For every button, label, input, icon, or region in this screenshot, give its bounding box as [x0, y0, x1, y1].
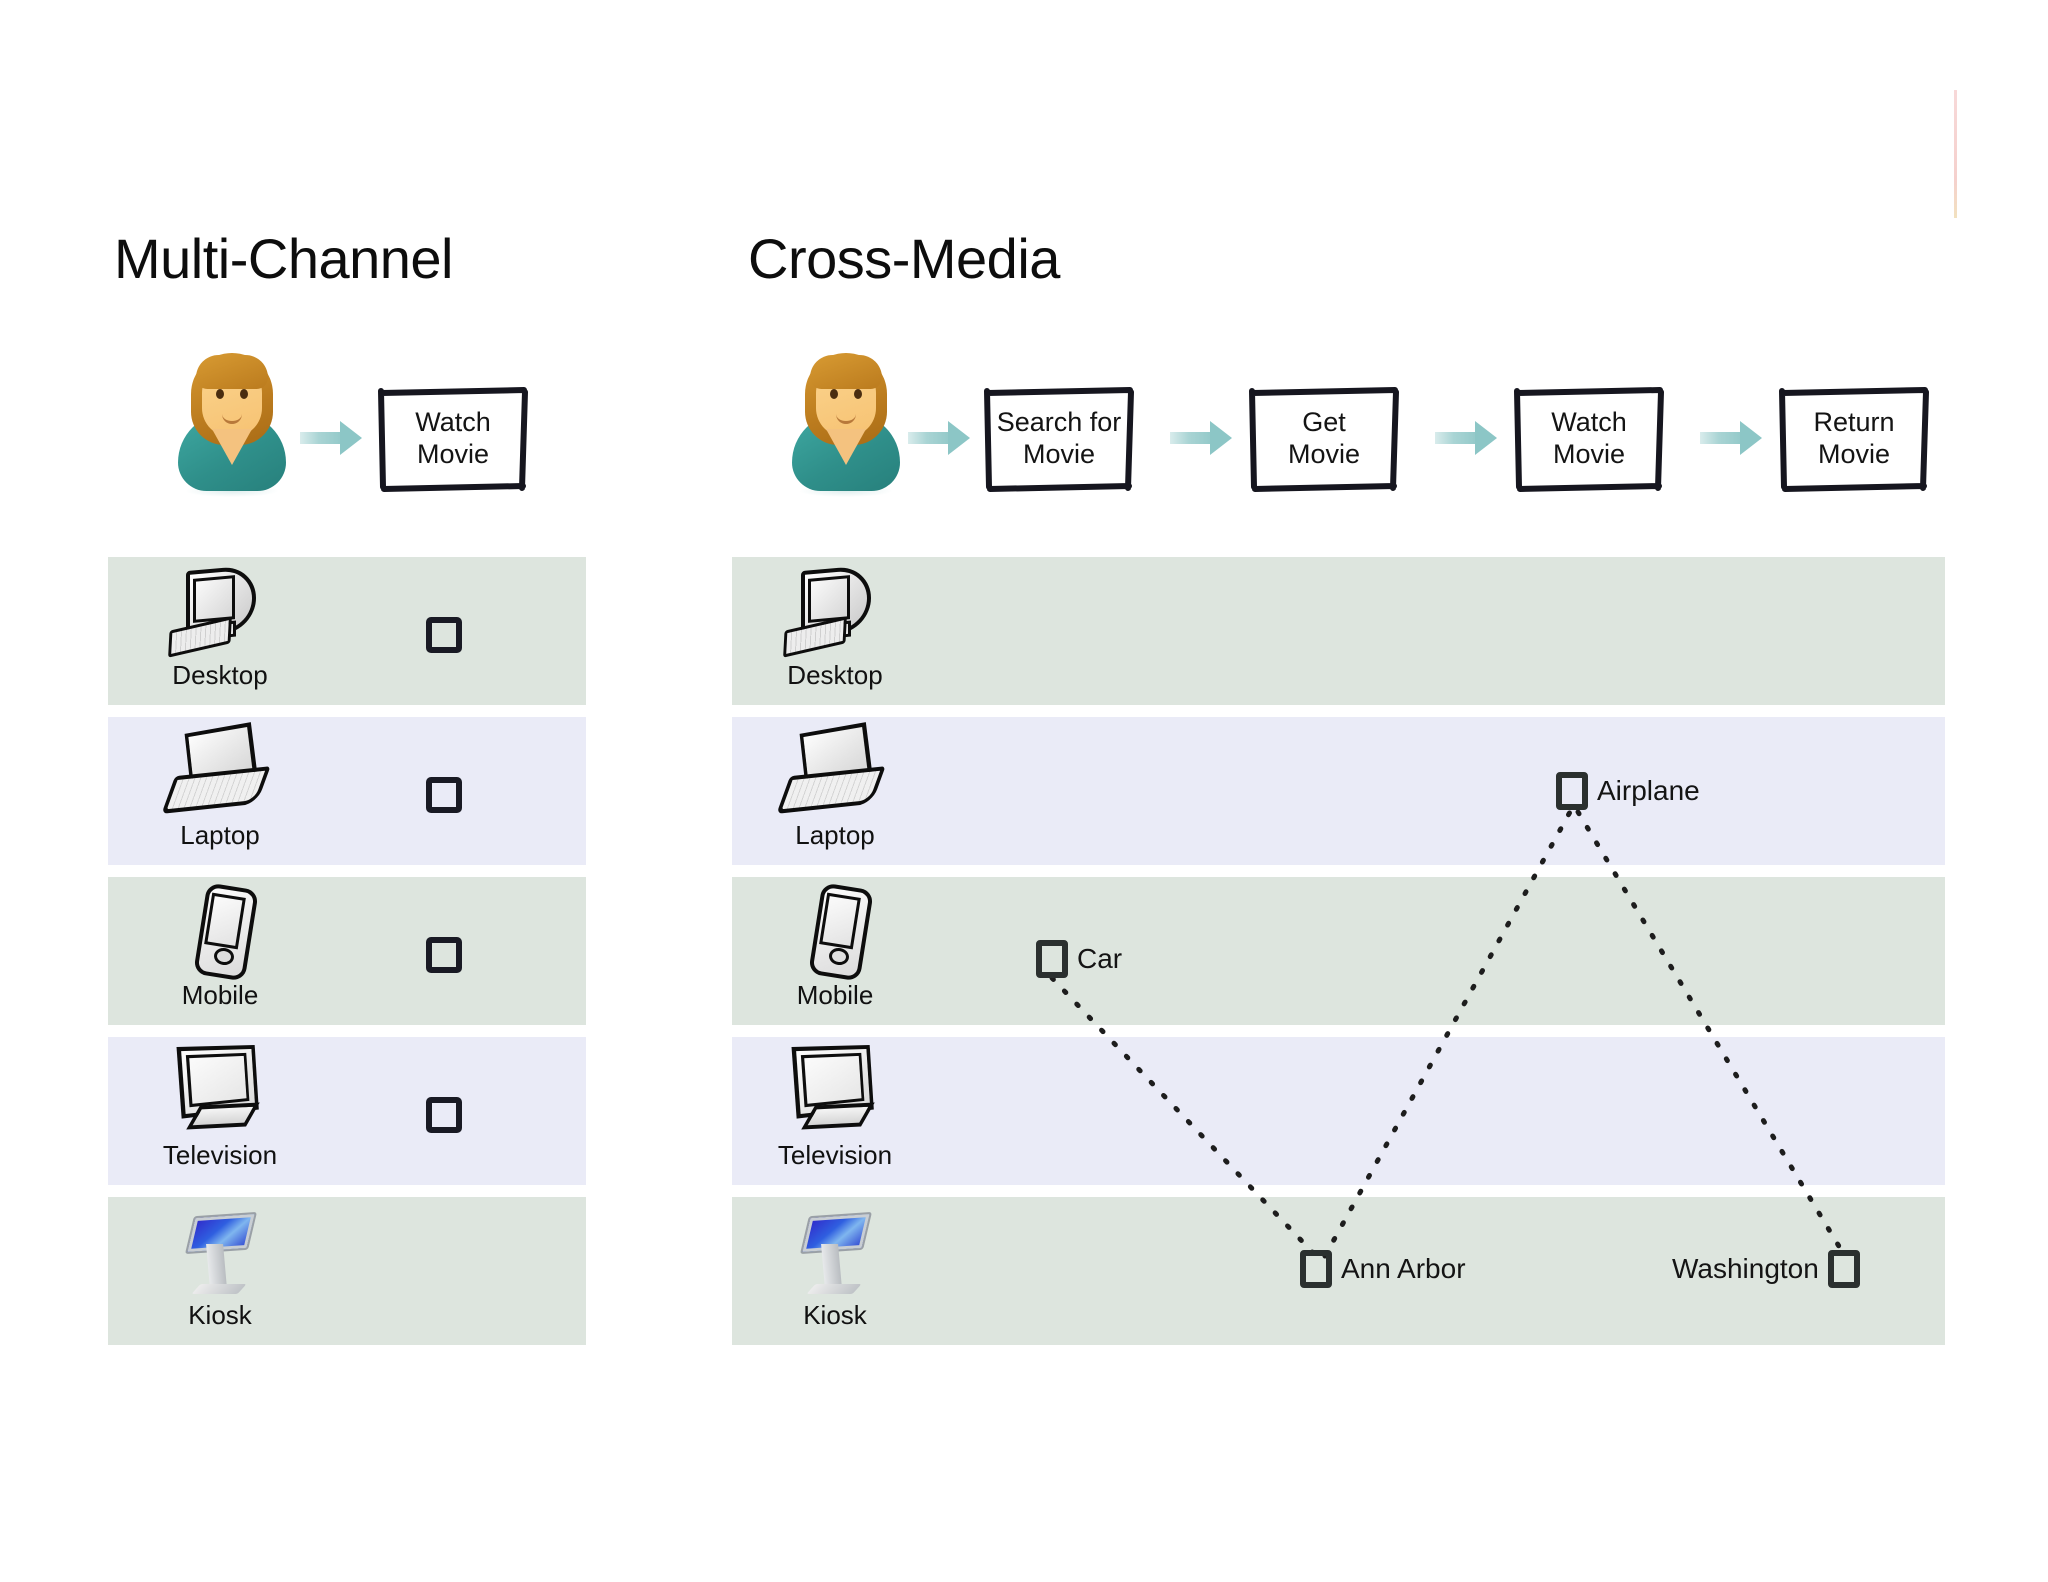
device-cell-laptop-left: Laptop [145, 722, 295, 851]
persona-avatar-left [176, 345, 288, 497]
process-box-label: Watch Movie [1551, 407, 1627, 469]
journey-node-ann-arbor[interactable]: Ann Arbor [1300, 1250, 1466, 1288]
device-cell-desktop-right: Desktop [760, 564, 910, 691]
band-television-right [732, 1037, 1945, 1185]
device-cell-television-left: Television [145, 1045, 295, 1171]
journey-node-airplane[interactable]: Airplane [1556, 772, 1700, 810]
device-cell-kiosk-right: Kiosk [760, 1206, 910, 1331]
checkbox-laptop[interactable] [426, 777, 462, 813]
process-box-get-movie[interactable]: Get Movie [1249, 387, 1399, 492]
node-box-icon [1556, 772, 1588, 810]
desktop-icon [775, 564, 895, 658]
device-label: Laptop [795, 820, 875, 850]
process-box-label: Return Movie [1813, 407, 1895, 469]
checkbox-mobile[interactable] [426, 937, 462, 973]
panel-title-cross-media: Cross-Media [748, 227, 1060, 290]
device-label: Desktop [787, 660, 883, 690]
mobile-icon [160, 882, 280, 982]
device-label: Kiosk [188, 1300, 252, 1330]
node-box-icon [1300, 1250, 1332, 1288]
panel-title-multi-channel: Multi-Channel [114, 227, 454, 290]
laptop-icon [775, 722, 895, 818]
band-mobile-left [108, 877, 586, 1025]
process-box-return-movie[interactable]: Return Movie [1779, 387, 1929, 492]
device-cell-desktop-left: Desktop [145, 564, 295, 691]
flow-arrow-right-3 [1435, 421, 1497, 455]
flow-arrow-left-1 [300, 421, 362, 455]
kiosk-icon [775, 1206, 895, 1298]
television-icon [775, 1045, 895, 1138]
device-label: Mobile [796, 980, 874, 1010]
node-box-icon [1036, 940, 1068, 978]
device-cell-mobile-right: Mobile [760, 882, 910, 1011]
marker-line-icon [1954, 90, 1957, 218]
process-box-watch-movie-left[interactable]: Watch Movie [378, 387, 528, 492]
device-cell-mobile-left: Mobile [145, 882, 295, 1011]
checkbox-television[interactable] [426, 1097, 462, 1133]
desktop-icon [160, 564, 280, 658]
journey-node-car[interactable]: Car [1036, 940, 1122, 978]
process-box-label: Watch Movie [415, 407, 491, 469]
band-laptop-right [732, 717, 1945, 865]
device-label: Kiosk [803, 1300, 867, 1330]
node-label: Ann Arbor [1341, 1253, 1466, 1284]
node-label: Washington [1672, 1253, 1819, 1284]
band-desktop-right [732, 557, 1945, 705]
persona-avatar-right [790, 345, 902, 497]
node-box-icon [1827, 1250, 1860, 1288]
flow-arrow-right-1 [908, 421, 970, 455]
flow-arrow-right-4 [1700, 421, 1762, 455]
kiosk-icon [160, 1206, 280, 1298]
television-icon [160, 1045, 280, 1138]
process-box-watch-movie-right[interactable]: Watch Movie [1514, 387, 1664, 492]
device-label: Laptop [180, 820, 260, 850]
laptop-icon [160, 722, 280, 818]
journey-node-washington[interactable]: Washington [1672, 1250, 1860, 1288]
node-label: Car [1077, 943, 1123, 974]
device-cell-laptop-right: Laptop [760, 722, 910, 851]
device-label: Television [162, 1140, 278, 1170]
process-box-label: Search for Movie [996, 407, 1122, 469]
mobile-icon [775, 882, 895, 982]
flow-arrow-right-2 [1170, 421, 1232, 455]
device-label: Desktop [172, 660, 268, 690]
node-label: Airplane [1597, 775, 1700, 806]
device-cell-television-right: Television [760, 1045, 910, 1171]
process-box-label: Get Movie [1287, 407, 1361, 469]
device-label: Television [777, 1140, 893, 1170]
process-box-search-for-movie[interactable]: Search for Movie [984, 387, 1134, 492]
device-label: Mobile [181, 980, 259, 1010]
checkbox-desktop[interactable] [426, 617, 462, 653]
band-mobile-right [732, 877, 1945, 1025]
band-kiosk-left [108, 1197, 586, 1345]
device-cell-kiosk-left: Kiosk [145, 1206, 295, 1331]
